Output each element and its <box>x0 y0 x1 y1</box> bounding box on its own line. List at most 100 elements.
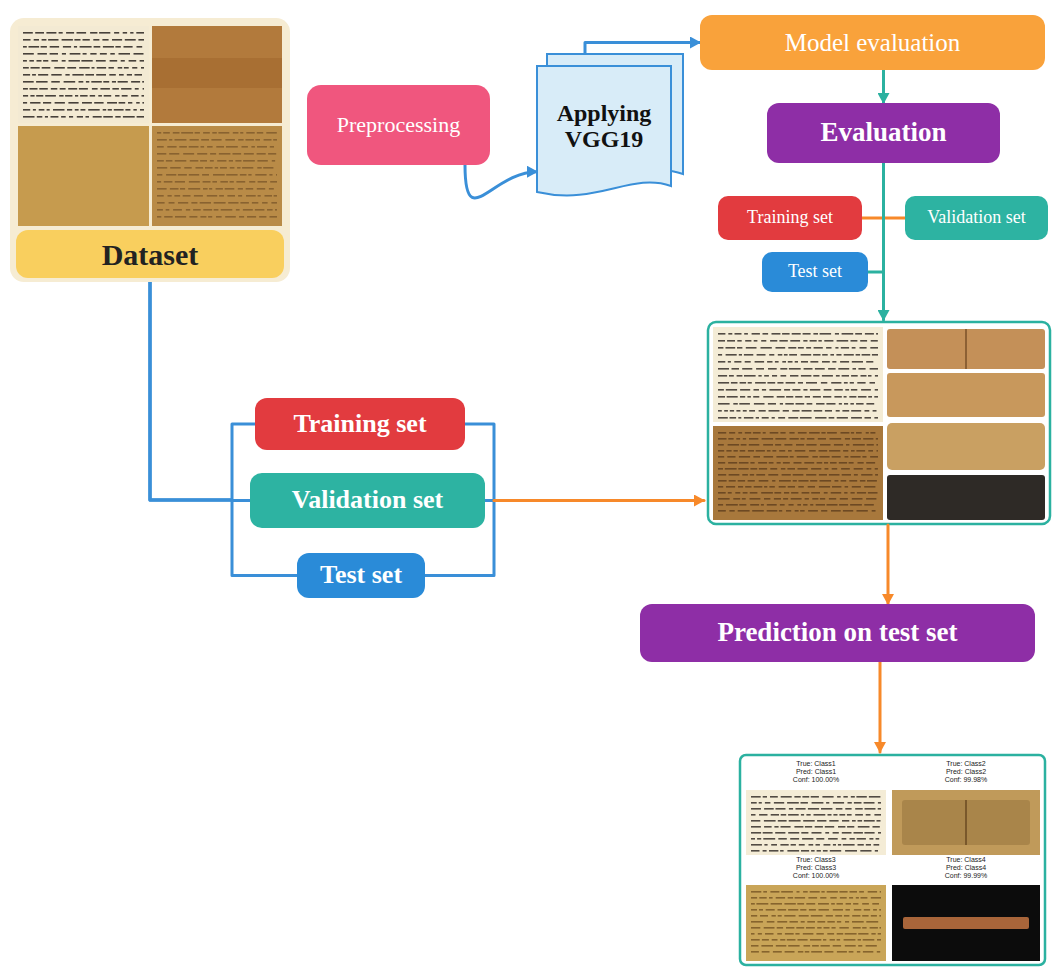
script-stroke <box>157 202 165 204</box>
script-stroke <box>790 838 799 840</box>
script-stroke <box>219 153 231 155</box>
script-stroke <box>781 891 793 893</box>
script-stroke <box>238 188 243 190</box>
script-stroke <box>51 74 61 76</box>
script-stroke <box>751 838 755 840</box>
script-stroke <box>822 361 830 363</box>
script-stroke <box>876 333 878 335</box>
script-stroke <box>728 361 731 363</box>
script-stroke <box>864 486 875 488</box>
script-stroke <box>872 354 878 356</box>
script-stroke <box>782 361 786 363</box>
script-stroke <box>832 468 838 470</box>
script-stroke <box>763 832 773 834</box>
script-stroke <box>174 195 180 197</box>
script-stroke <box>226 174 237 176</box>
script-stroke <box>808 808 819 810</box>
script-stroke <box>824 492 828 494</box>
script-stroke <box>780 403 783 405</box>
script-stroke <box>211 139 221 141</box>
script-stroke <box>866 403 874 405</box>
script-stroke <box>55 102 65 104</box>
script-stroke <box>718 492 726 494</box>
script-stroke <box>193 209 201 211</box>
script-stroke <box>98 95 102 97</box>
script-stroke <box>781 814 787 816</box>
script-stroke <box>142 95 145 97</box>
script-stroke <box>842 410 849 412</box>
script-stroke <box>729 480 736 482</box>
script-stroke <box>718 498 730 500</box>
script-stroke <box>124 67 129 69</box>
script-stroke <box>141 67 144 69</box>
script-stroke <box>849 951 854 953</box>
script-stroke <box>756 450 765 452</box>
script-stroke <box>170 188 179 190</box>
script-stroke <box>784 389 790 391</box>
script-stroke <box>805 396 810 398</box>
script-stroke <box>23 116 35 118</box>
script-stroke <box>797 504 801 506</box>
script-stroke <box>242 167 253 169</box>
script-stroke <box>776 945 787 947</box>
script-stroke <box>763 850 767 852</box>
script-stroke <box>734 450 738 452</box>
script-stroke <box>63 46 71 48</box>
script-stroke <box>798 480 808 482</box>
script-stroke <box>264 139 272 141</box>
script-stroke <box>858 939 861 941</box>
script-stroke <box>804 462 814 464</box>
node-label: Model evaluation <box>785 29 961 57</box>
script-stroke <box>764 486 767 488</box>
script-stroke <box>867 444 874 446</box>
script-stroke <box>726 354 737 356</box>
script-stroke <box>79 67 90 69</box>
script-stroke <box>842 832 852 834</box>
script-stroke <box>825 826 834 828</box>
manuscript-image <box>152 126 282 226</box>
script-stroke <box>729 474 740 476</box>
script-stroke <box>202 174 209 176</box>
script-stroke <box>842 474 851 476</box>
script-stroke <box>135 74 143 76</box>
script-stroke <box>751 802 757 804</box>
script-stroke <box>761 945 773 947</box>
script-stroke <box>759 897 766 899</box>
script-stroke <box>864 802 875 804</box>
script-stroke <box>273 139 277 141</box>
script-stroke <box>779 480 791 482</box>
script-stroke <box>23 102 27 104</box>
script-stroke <box>751 927 760 929</box>
script-stroke <box>169 202 175 204</box>
script-stroke <box>173 209 182 211</box>
script-stroke <box>134 53 144 55</box>
script-stroke <box>236 209 240 211</box>
script-stroke <box>189 181 200 183</box>
script-stroke <box>270 181 277 183</box>
script-stroke <box>68 88 77 90</box>
script-stroke <box>61 116 66 118</box>
script-stroke <box>801 354 812 356</box>
script-stroke <box>730 417 737 419</box>
script-stroke <box>865 417 872 419</box>
script-stroke <box>857 492 866 494</box>
script-stroke <box>783 410 789 412</box>
script-stroke <box>847 826 854 828</box>
script-stroke <box>115 46 120 48</box>
script-stroke <box>238 139 243 141</box>
script-stroke <box>875 375 878 377</box>
script-stroke <box>866 361 873 363</box>
script-lines <box>751 796 881 852</box>
script-stroke <box>784 903 795 905</box>
script-stroke <box>257 153 266 155</box>
script-stroke <box>829 450 840 452</box>
script-stroke <box>869 838 873 840</box>
script-stroke <box>23 81 34 83</box>
script-stroke <box>772 417 775 419</box>
script-stroke <box>764 808 774 810</box>
manuscript-image <box>152 58 282 88</box>
script-stroke <box>774 802 784 804</box>
script-stroke <box>801 375 812 377</box>
script-stroke <box>825 468 829 470</box>
script-stroke <box>867 468 872 470</box>
